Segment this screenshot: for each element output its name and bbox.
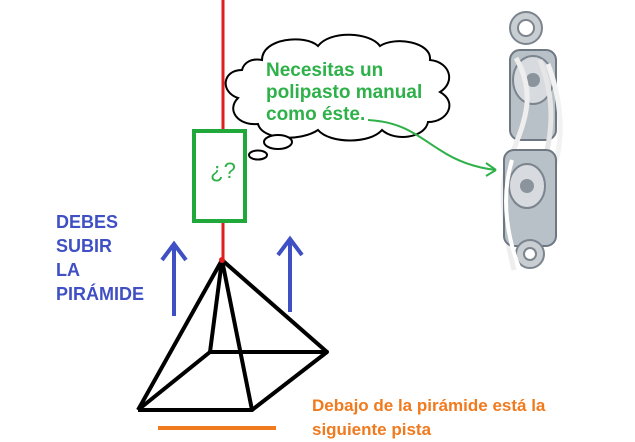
up-arrow-right — [276, 235, 304, 312]
thought-dot-large — [263, 134, 293, 150]
thought-text: Necesitas un polipasto manual como éste. — [266, 60, 446, 126]
hint-line: Debajo de la pirámide está la — [312, 396, 546, 415]
thought-line: como éste. — [266, 104, 366, 125]
instruction-text: DEBES SUBIR LA PIRÁMIDE — [56, 210, 144, 306]
up-arrow-left — [160, 240, 188, 316]
pyramid — [136, 258, 329, 412]
question-box — [192, 129, 247, 223]
instruction-line: SUBIR — [56, 236, 113, 256]
hint-line: siguiente pista — [312, 420, 432, 439]
question-label: ¿? — [210, 158, 236, 183]
instruction-line: DEBES — [56, 212, 119, 232]
instruction-line: LA — [56, 260, 80, 280]
thought-line: polipasto manual — [266, 82, 423, 103]
instruction-line: PIRÁMIDE — [56, 284, 145, 304]
rope-knot — [219, 257, 225, 263]
pointer-line — [367, 119, 497, 171]
hint-text: Debajo de la pirámide está la siguiente … — [312, 394, 545, 442]
thought-dot-small — [248, 149, 268, 161]
thought-line: Necesitas un — [266, 60, 384, 81]
pointer-arrowhead — [485, 162, 497, 177]
pulley-block-image — [500, 11, 563, 271]
